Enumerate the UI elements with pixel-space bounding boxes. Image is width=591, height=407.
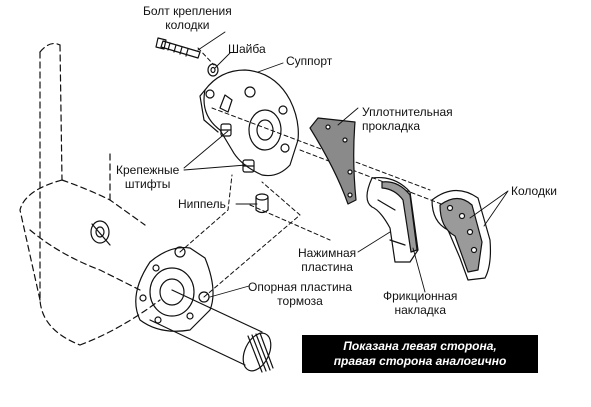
friction-lining-label-line1: Фрикционная	[383, 289, 458, 303]
side-note-line1: Показана левая сторона,	[343, 339, 497, 353]
gasket-label-line2: прокладка	[362, 119, 421, 133]
friction-lining-label-line2: накладка	[394, 303, 446, 317]
brake-backing-plate	[135, 246, 214, 332]
caliper	[199, 69, 299, 177]
brake-pads	[431, 189, 492, 281]
landing-gear-strut	[19, 42, 161, 346]
pad-bolt-label-line1: Болт крепления	[143, 4, 232, 18]
washer-label: Шайба	[228, 42, 266, 56]
side-note-box: Показана левая сторона, правая сторона а…	[302, 335, 538, 373]
washer	[207, 63, 219, 77]
friction-lining	[381, 181, 418, 253]
nipple-label: Ниппель	[178, 197, 226, 211]
mounting-pins-label-line2: штифты	[124, 177, 171, 191]
nipple	[255, 193, 269, 214]
pressure-plate-label-line2: пластина	[301, 260, 353, 274]
axle-boss	[90, 220, 111, 246]
caliper-label: Суппорт	[286, 54, 333, 68]
pad-retaining-bolt	[155, 37, 201, 59]
mounting-pins-label-line1: Крепежные	[116, 163, 180, 177]
leader-lines	[183, 31, 509, 298]
pads-label: Колодки	[511, 184, 557, 198]
side-note-line2: правая сторона аналогично	[333, 354, 507, 368]
backing-plate-label-line2: тормоза	[277, 294, 323, 308]
pressure-plate	[366, 176, 419, 263]
pad-bolt-label-line2: колодки	[165, 18, 210, 32]
pressure-plate-label-line1: Нажимная	[298, 246, 357, 260]
axle	[149, 289, 274, 373]
mounting-pins	[220, 123, 255, 173]
gasket	[309, 117, 357, 205]
backing-plate-label-line1: Опорная пластина	[248, 280, 352, 294]
gasket-label-line1: Уплотнительная	[362, 105, 453, 119]
